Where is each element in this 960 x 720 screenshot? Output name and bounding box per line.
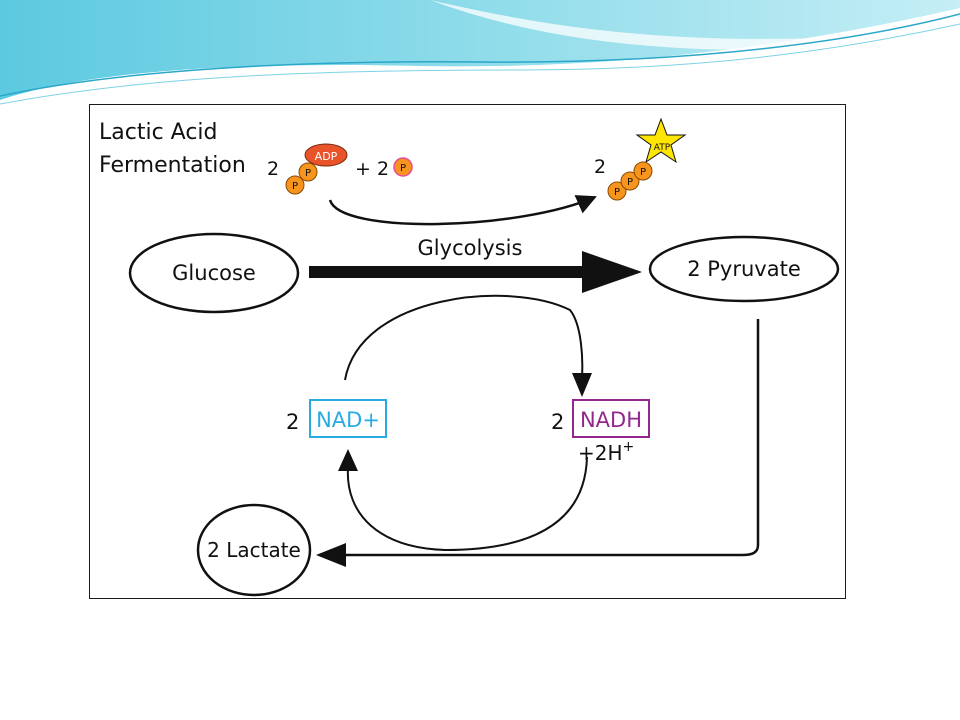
pyruvate-to-lactate-arrow xyxy=(342,319,760,557)
nadh-to-nad-arrow xyxy=(346,456,588,552)
nadh-to-nad-arrowhead xyxy=(338,449,358,471)
diagram-title-line1: Lactic Acid xyxy=(99,120,218,145)
lactate-node: 2 Lactate xyxy=(196,503,312,597)
nad-to-nadh-arrowhead xyxy=(572,373,592,397)
atp-star-icon xyxy=(635,117,687,164)
pyruvate-label: 2 Pyruvate xyxy=(687,257,801,281)
atp-label: ATP xyxy=(654,143,671,153)
plus-phosphate-text: + 2 xyxy=(355,158,389,180)
hydrogen-text: +2H+ xyxy=(578,439,634,465)
adp-phosphate-1 xyxy=(285,175,305,195)
pyruvate-node: 2 Pyruvate xyxy=(648,235,840,303)
glucose-label: Glucose xyxy=(172,261,256,285)
free-phosphate: P xyxy=(393,157,413,177)
adp-label: ADP xyxy=(315,150,338,163)
adp-phosphate-1-label: P xyxy=(292,181,298,192)
glucose-node: Glucose xyxy=(128,232,300,314)
atp-phosphate-1-label: P xyxy=(614,187,620,198)
lactic-acid-fermentation-diagram: Lactic Acid Fermentation 2 ADP P P + 2 P… xyxy=(89,104,846,599)
nad-box: NAD+ xyxy=(309,399,387,438)
atp-coefficient: 2 xyxy=(594,156,606,178)
diagram-title-line2: Fermentation xyxy=(99,153,246,178)
glycolysis-arrow xyxy=(309,251,642,293)
nadh-coefficient: 2 xyxy=(551,410,564,434)
adp-molecule: ADP P P xyxy=(285,143,348,195)
pyruvate-to-lactate-arrowhead xyxy=(316,543,346,567)
free-phosphate-label: P xyxy=(400,163,406,174)
adp-tag xyxy=(304,143,348,167)
header-swoosh xyxy=(0,0,960,100)
nadh-box: NADH xyxy=(572,399,650,438)
nad-to-nadh-arrow xyxy=(344,294,584,381)
header-swoosh-line-2 xyxy=(0,23,960,105)
header-swoosh-line xyxy=(0,13,960,97)
nad-label: NAD+ xyxy=(316,408,380,432)
atp-phosphate-1 xyxy=(607,181,627,201)
atp-phosphate-3-label: P xyxy=(640,167,646,178)
hydrogen-superscript: + xyxy=(623,439,635,455)
atp-molecule: ATP P P P xyxy=(607,117,687,201)
lactate-label: 2 Lactate xyxy=(207,538,301,562)
atp-phosphate-2-label: P xyxy=(627,177,633,188)
glycolysis-label: Glycolysis xyxy=(418,236,523,260)
nadh-label: NADH xyxy=(580,408,642,432)
atp-phosphate-2 xyxy=(620,171,640,191)
adp-phosphate-2-label: P xyxy=(305,168,311,179)
adp-to-atp-arrow xyxy=(328,195,597,226)
adp-coefficient: 2 xyxy=(267,158,279,180)
adp-phosphate-2 xyxy=(298,162,318,182)
hydrogen-base: +2H xyxy=(578,441,623,465)
atp-phosphate-3 xyxy=(633,161,653,181)
nad-coefficient: 2 xyxy=(286,410,299,434)
header-swoosh-highlight xyxy=(430,0,960,51)
